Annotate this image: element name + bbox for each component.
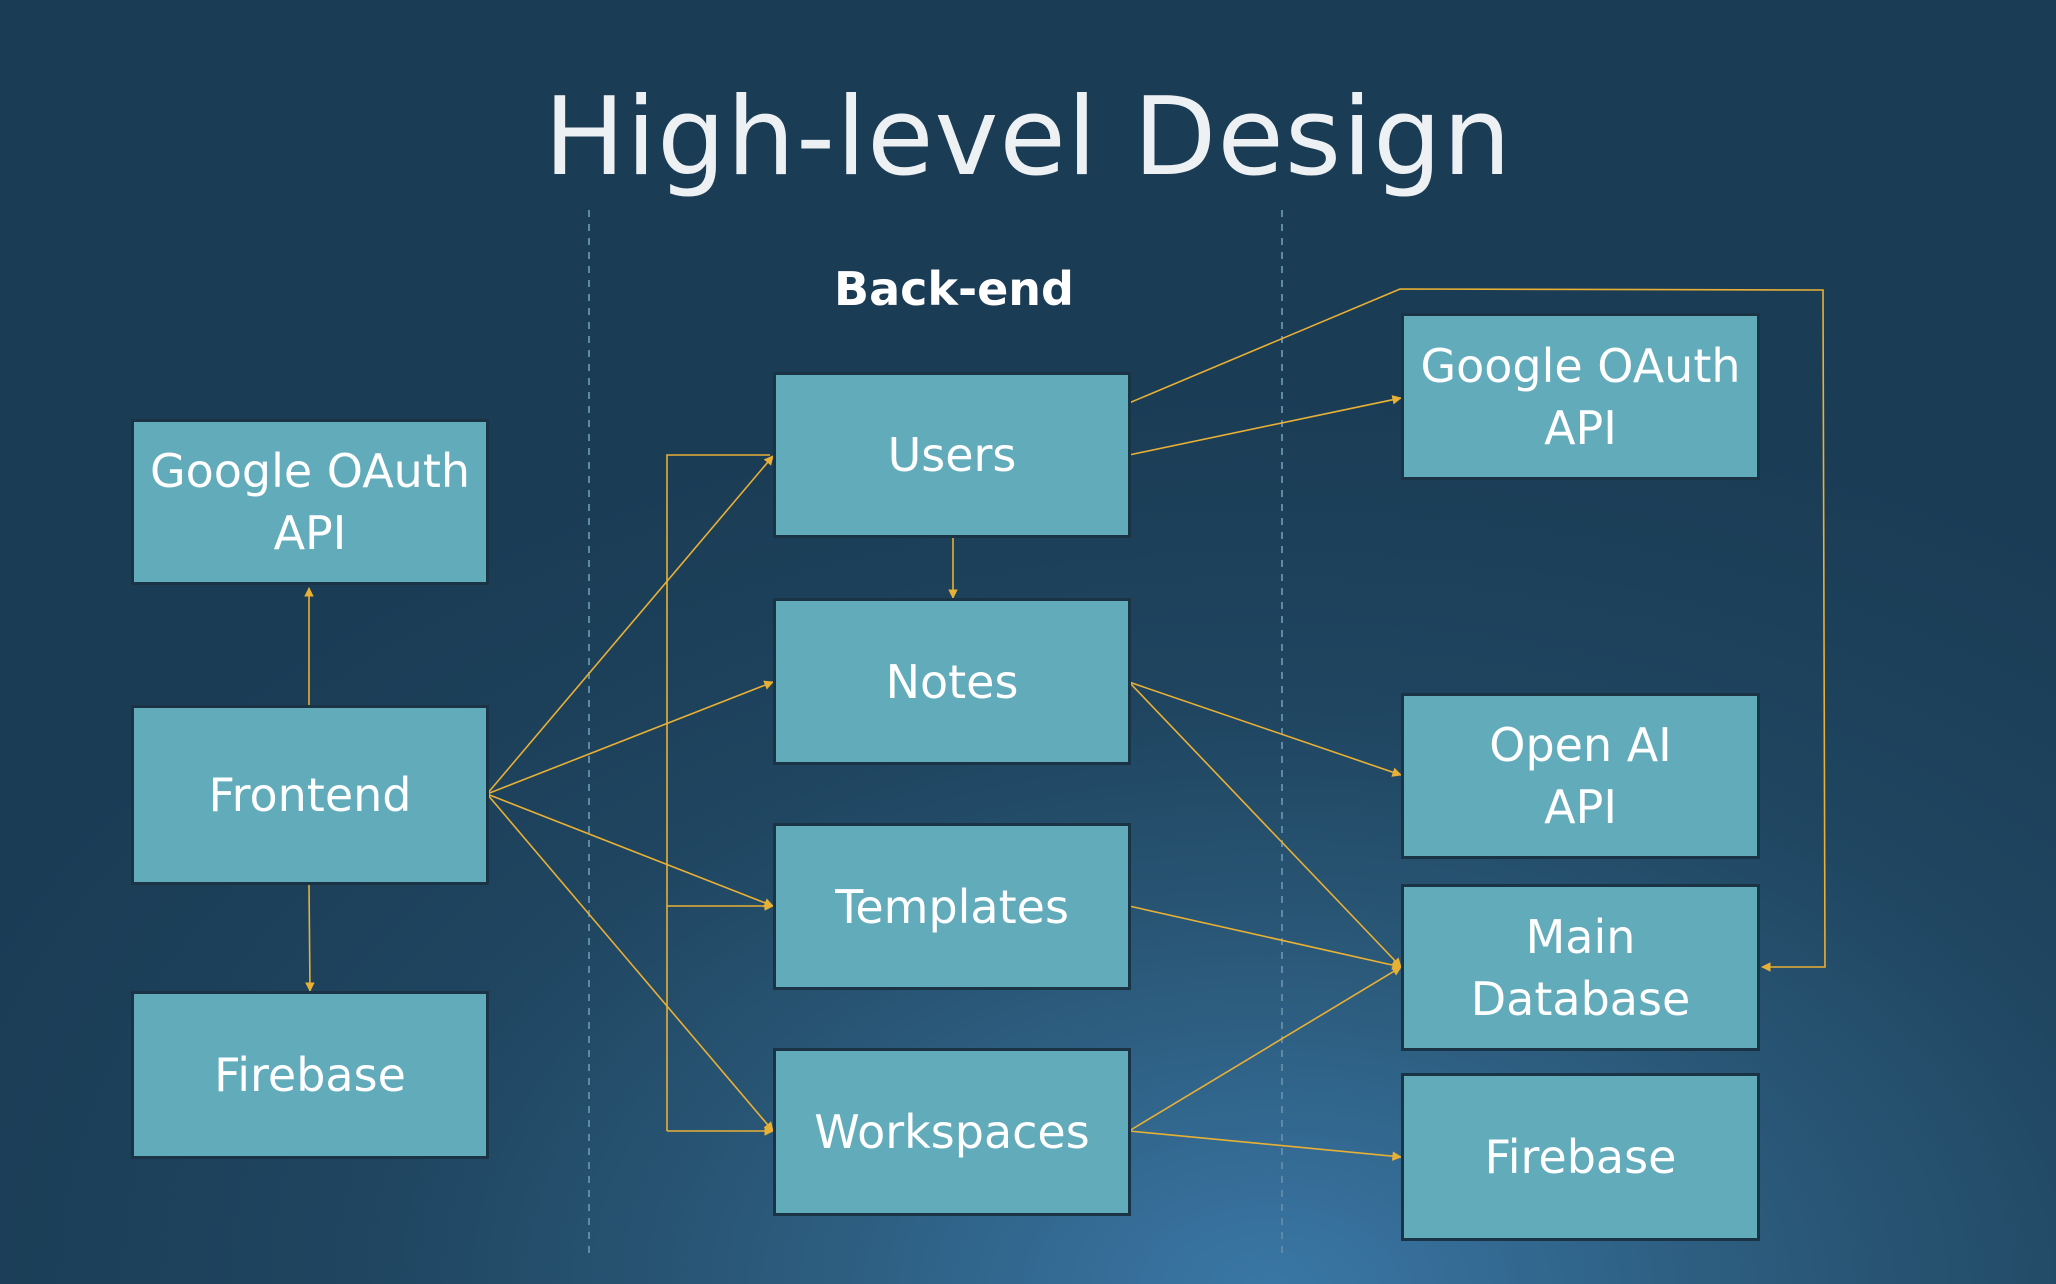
- arrow-workspaces-to-firebase: [1128, 1130, 1402, 1161]
- arrow-notes-to-database: [1128, 681, 1402, 968]
- google-oauth-api-external-node: Google OAuth API: [1401, 313, 1760, 480]
- arrow-templates-to-database: [1128, 905, 1402, 970]
- arrow-frontend-to-workspaces: [486, 793, 774, 1132]
- open-ai-api-node: Open AI API: [1401, 693, 1760, 859]
- backend-section-label: Back-end: [834, 262, 1074, 316]
- arrow-workspaces-to-database: [1128, 966, 1402, 1132]
- page-title: High-level Design: [543, 75, 1513, 200]
- google-oauth-api-node: Google OAuth API: [131, 419, 489, 585]
- arrow-frontend-to-firebase: [305, 883, 315, 992]
- workspaces-node: Workspaces: [773, 1048, 1131, 1216]
- frontend-node: Frontend: [131, 705, 489, 885]
- arrow-users-to-database: [1128, 288, 1826, 972]
- main-database-node: Main Database: [1401, 884, 1760, 1051]
- arrow-frontend-to-users: [486, 455, 774, 795]
- arrow-notes-to-openai: [1128, 681, 1402, 777]
- users-node: Users: [773, 372, 1131, 538]
- templates-node: Templates: [773, 823, 1131, 990]
- arrow-users-to-oauth: [1128, 395, 1402, 456]
- arrow-frontend-to-templates: [486, 793, 774, 908]
- firebase-node: Firebase: [131, 991, 489, 1159]
- arrow-frontend-to-notes: [486, 680, 774, 795]
- bracket-line: [666, 454, 770, 1131]
- notes-node: Notes: [773, 598, 1131, 765]
- firebase-external-node: Firebase: [1401, 1073, 1760, 1241]
